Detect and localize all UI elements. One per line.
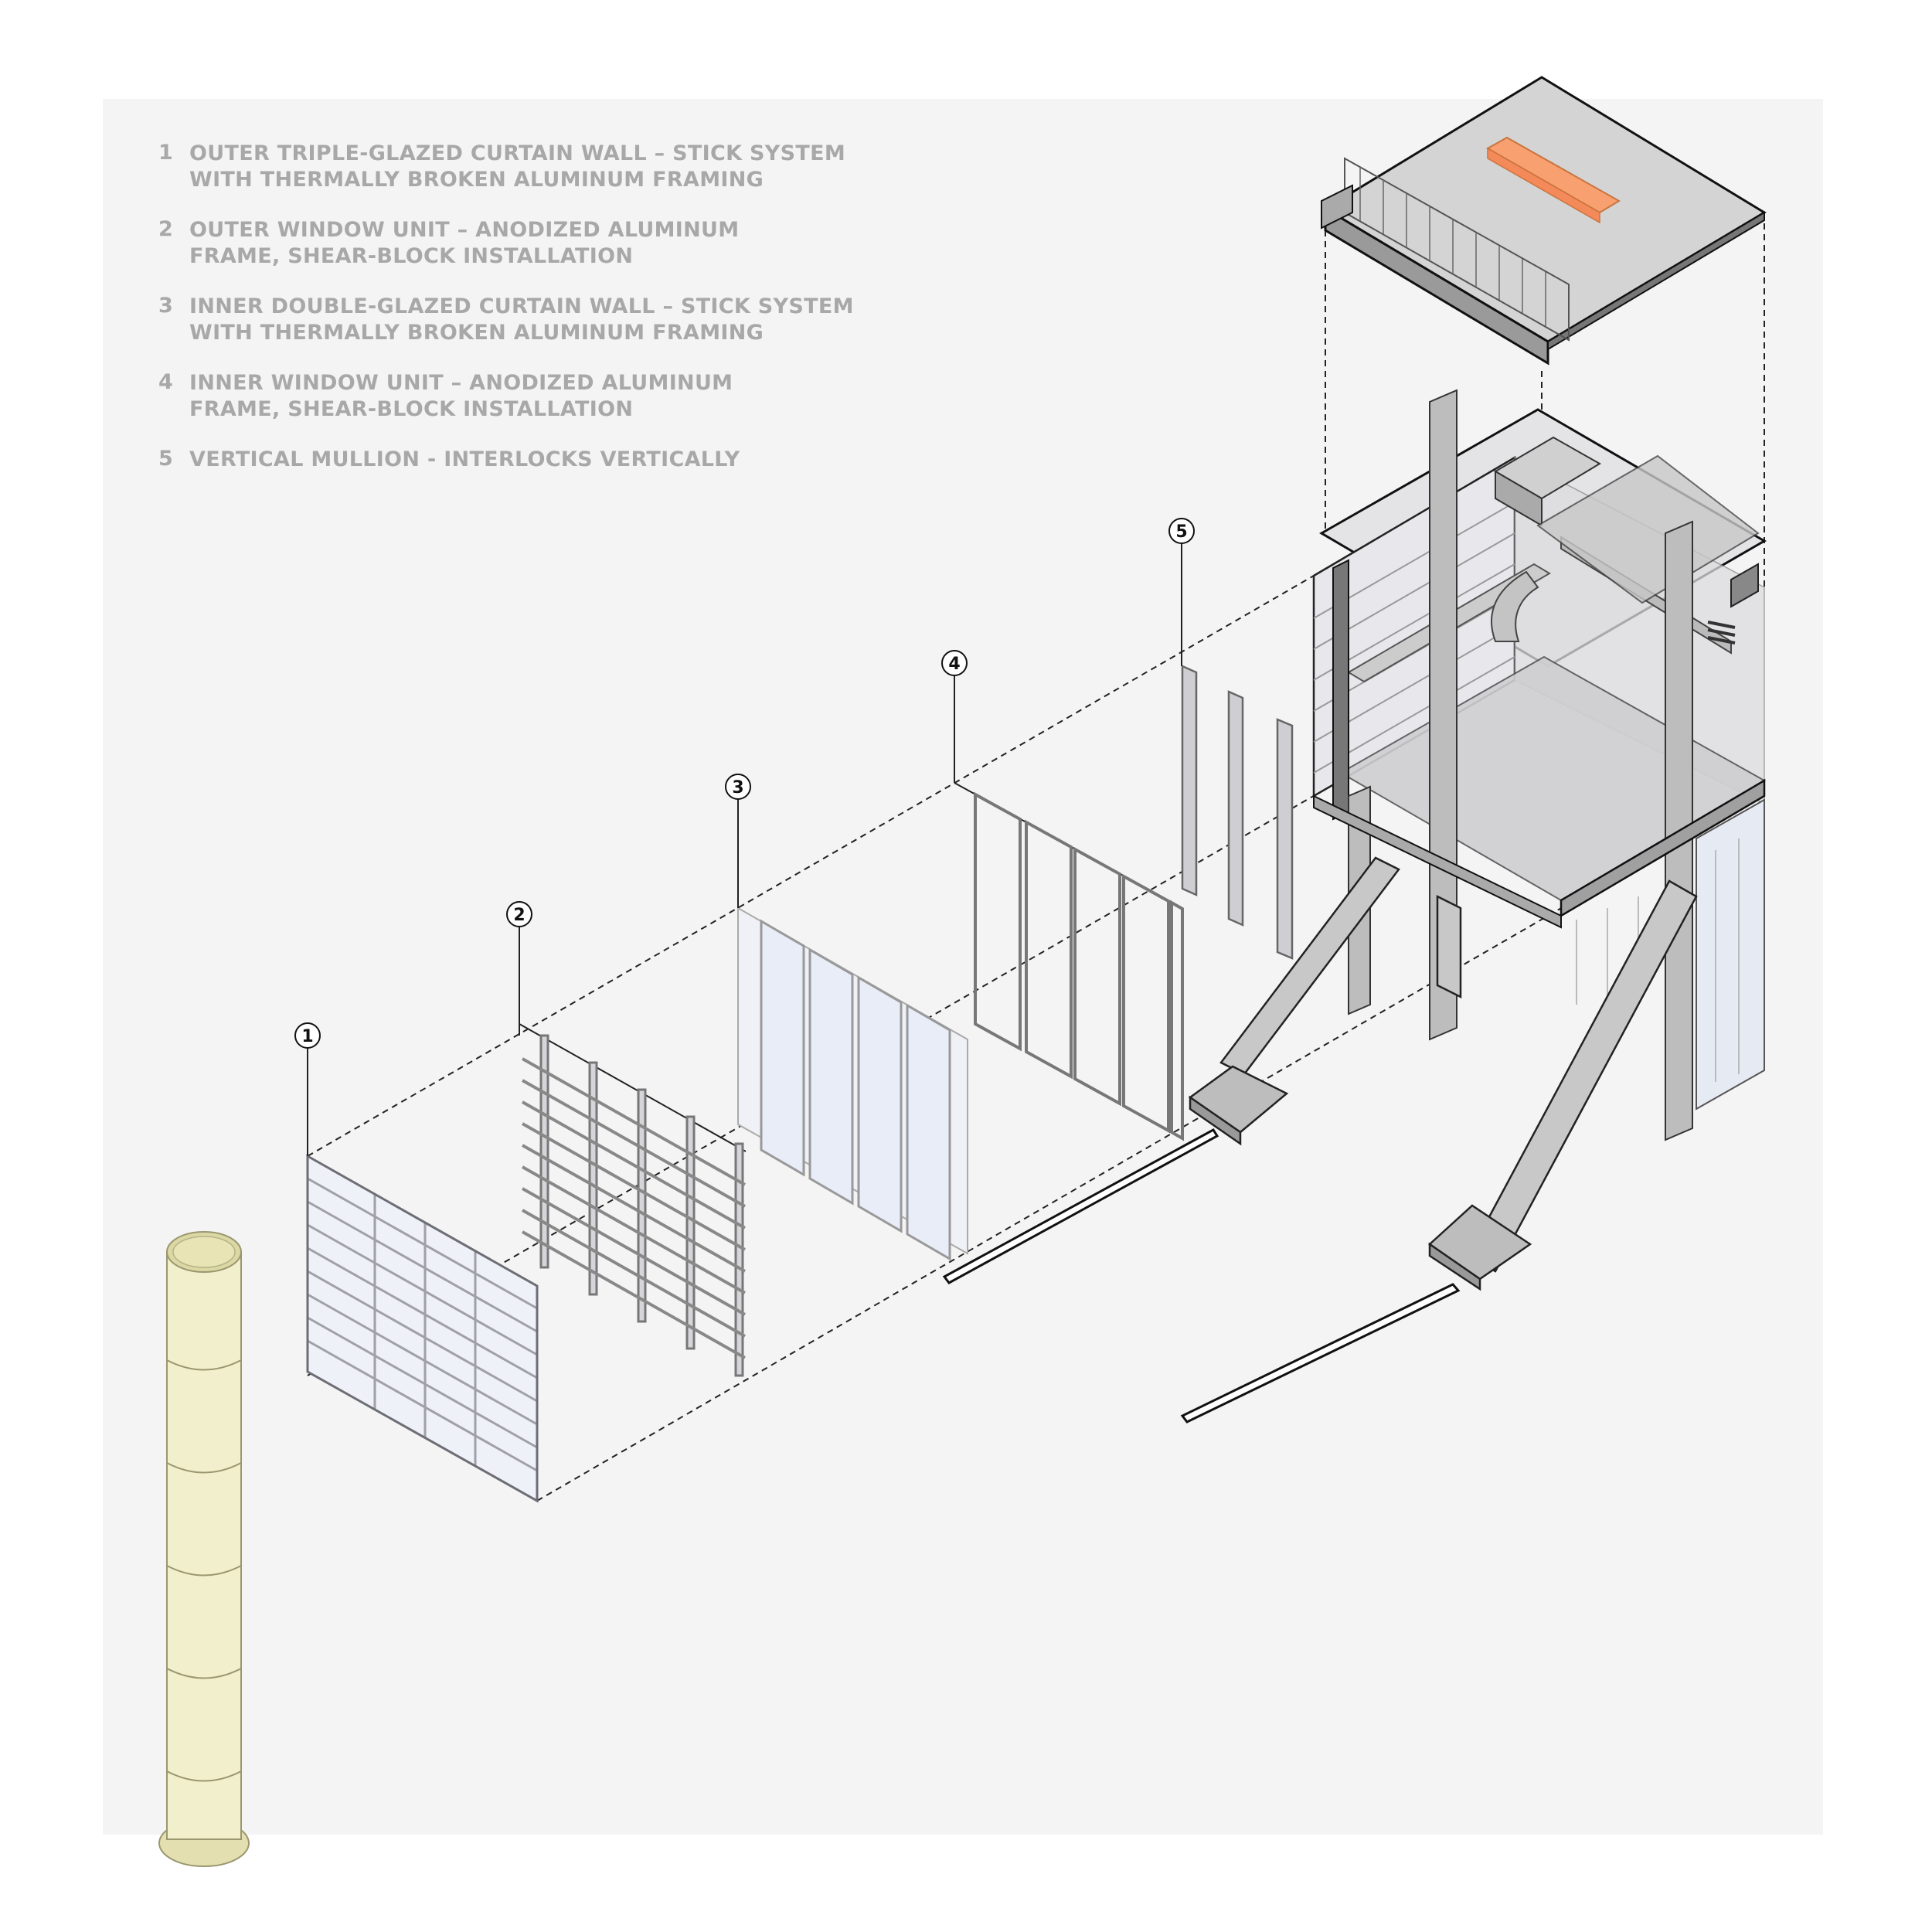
legend-text: OUTER TRIPLE-GLAZED CURTAIN WALL – STICK…	[189, 141, 845, 193]
legend-item-4: 4 INNER WINDOW UNIT – ANODIZED ALUMINUM …	[158, 370, 854, 423]
legend-item-3: 3 INNER DOUBLE-GLAZED CURTAIN WALL – STI…	[158, 294, 854, 346]
callout-4: 4	[941, 650, 968, 783]
inner-curtain-wall	[737, 906, 968, 1261]
legend-number: 1	[158, 141, 174, 165]
legend-line: VERTICAL MULLION - INTERLOCKS VERTICALLY	[189, 447, 740, 471]
legend-text: INNER DOUBLE-GLAZED CURTAIN WALL – STICK…	[189, 294, 854, 346]
legend-number: 4	[158, 370, 174, 394]
legend-text: OUTER WINDOW UNIT – ANODIZED ALUMINUM FR…	[189, 217, 739, 270]
callout-label: 2	[513, 906, 525, 925]
callout-label: 5	[1175, 522, 1187, 542]
legend-line: FRAME, SHEAR-BLOCK INSTALLATION	[189, 244, 634, 268]
legend-text: VERTICAL MULLION - INTERLOCKS VERTICALLY	[189, 447, 740, 473]
callout-5: 5	[1168, 518, 1195, 666]
legend-item-1: 1 OUTER TRIPLE-GLAZED CURTAIN WALL – STI…	[158, 141, 854, 193]
legend-item-5: 5 VERTICAL MULLION - INTERLOCKS VERTICAL…	[158, 447, 854, 473]
callout-2: 2	[506, 901, 532, 1036]
roof-slab	[1321, 76, 1767, 366]
legend-line: OUTER WINDOW UNIT – ANODIZED ALUMINUM	[189, 218, 740, 242]
legend-item-2: 2 OUTER WINDOW UNIT – ANODIZED ALUMINUM …	[158, 217, 854, 270]
callout-markers: 1 2 3 4 5	[294, 518, 1195, 1156]
legend: 1 OUTER TRIPLE-GLAZED CURTAIN WALL – STI…	[158, 141, 854, 497]
legend-number: 5	[158, 447, 174, 471]
diagram-background-panel	[103, 99, 1823, 1835]
outer-curtain-wall	[306, 1154, 539, 1503]
callout-label: 3	[732, 778, 743, 798]
legend-text: INNER WINDOW UNIT – ANODIZED ALUMINUM FR…	[189, 370, 733, 423]
scale-column	[158, 1231, 250, 1867]
legend-line: WITH THERMALLY BROKEN ALUMINUM FRAMING	[189, 321, 764, 345]
callout-label: 1	[301, 1027, 313, 1046]
callout-1: 1	[294, 1022, 321, 1156]
legend-line: INNER DOUBLE-GLAZED CURTAIN WALL – STICK…	[189, 294, 854, 318]
outer-window-unit	[519, 1023, 747, 1377]
legend-line: WITH THERMALLY BROKEN ALUMINUM FRAMING	[189, 168, 764, 192]
legend-number: 3	[158, 294, 174, 318]
structural-module	[942, 389, 1767, 1423]
callout-label: 4	[948, 655, 960, 674]
legend-number: 2	[158, 217, 174, 241]
callout-3: 3	[725, 774, 751, 908]
legend-line: INNER WINDOW UNIT – ANODIZED ALUMINUM	[189, 371, 733, 395]
vertical-mullions	[1181, 665, 1294, 960]
legend-line: FRAME, SHEAR-BLOCK INSTALLATION	[189, 397, 634, 421]
legend-line: OUTER TRIPLE-GLAZED CURTAIN WALL – STICK…	[189, 141, 845, 165]
inner-window-unit	[954, 782, 1184, 1141]
